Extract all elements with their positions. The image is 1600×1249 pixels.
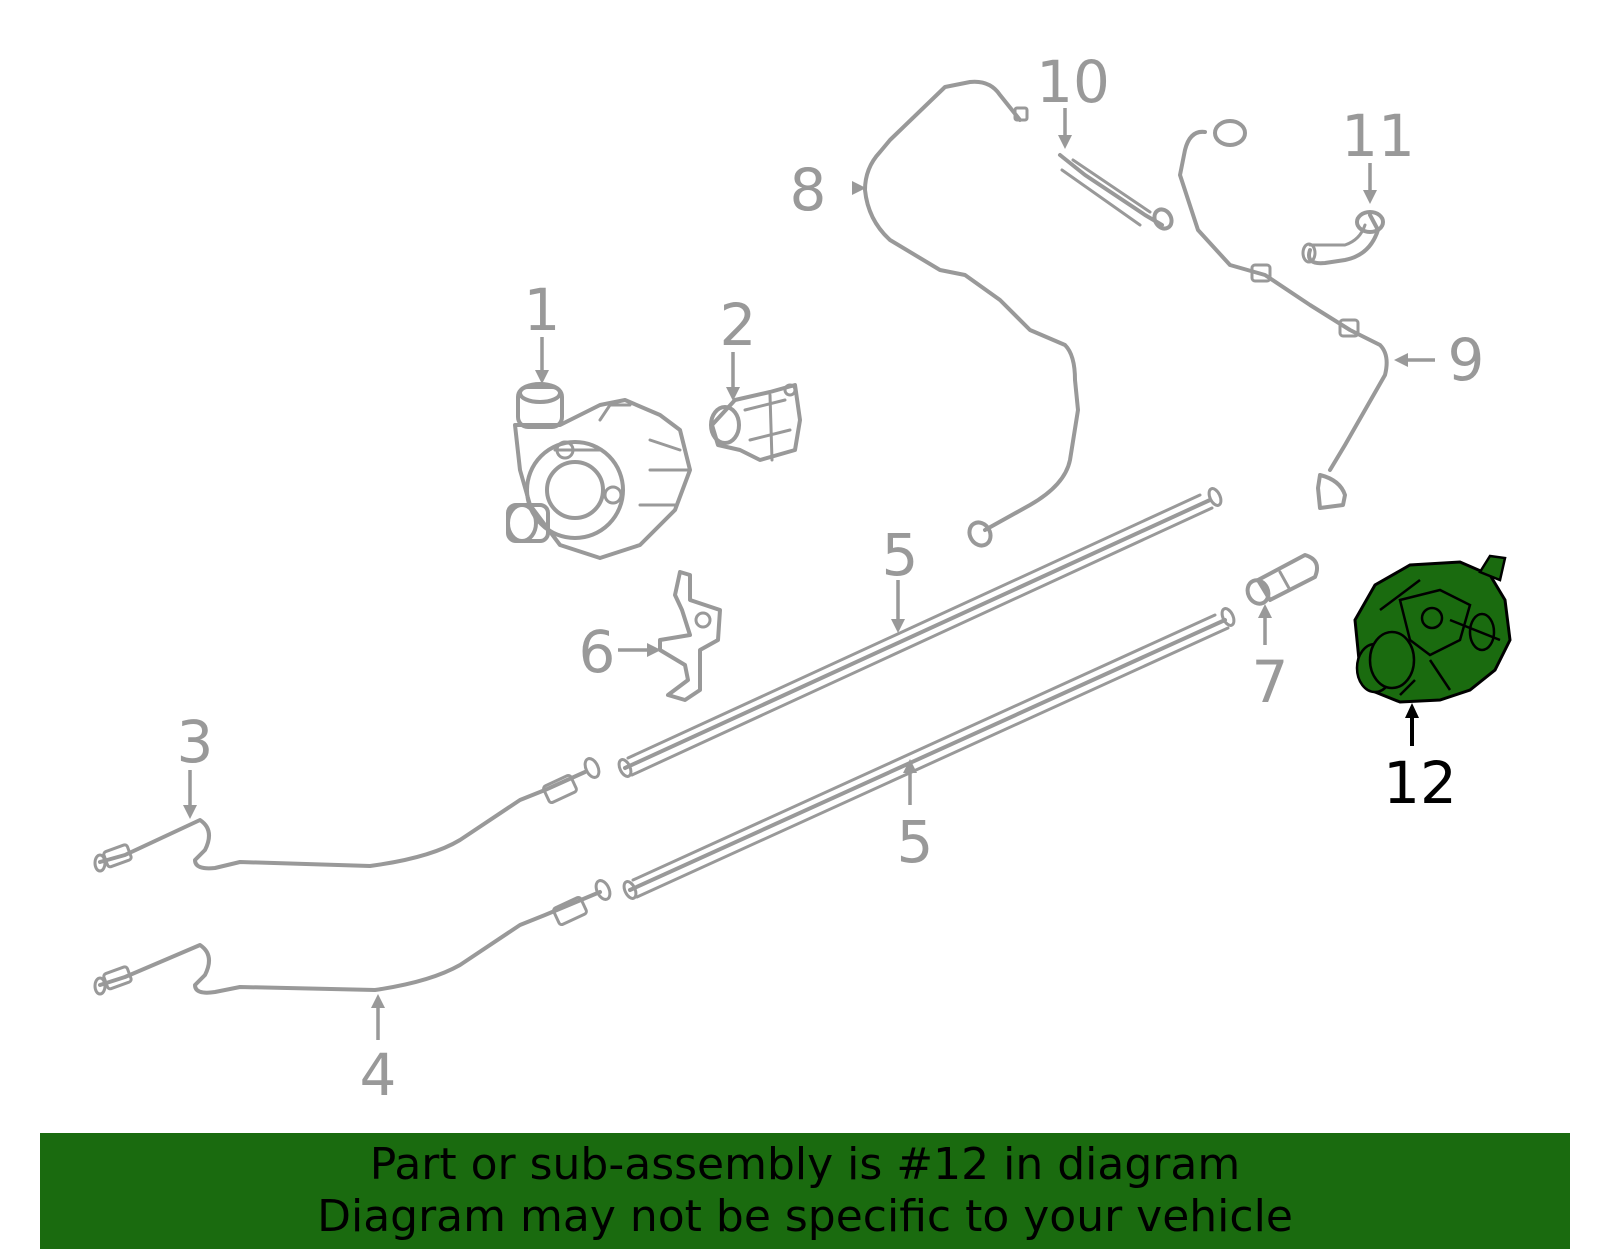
callout-1[interactable]: 1 (524, 276, 561, 344)
callout-8[interactable]: 8 (790, 156, 827, 224)
part-10-hose[interactable] (1058, 153, 1175, 232)
callout-arrows (183, 108, 1435, 1040)
callout-labels: 1 2 3 4 5 5 6 7 8 9 10 11 12 (177, 48, 1485, 1109)
part-11-hose[interactable] (1301, 210, 1385, 266)
callout-6[interactable]: 6 (579, 618, 616, 686)
part-4-pipe[interactable] (93, 878, 613, 996)
callout-9[interactable]: 9 (1448, 326, 1485, 394)
callout-5-lower[interactable]: 5 (897, 808, 934, 876)
callout-5-upper[interactable]: 5 (882, 521, 919, 589)
part-6-bracket[interactable] (658, 570, 722, 702)
part-9-hose[interactable] (1178, 119, 1389, 510)
part-7-fitting[interactable] (1244, 553, 1319, 607)
callout-4[interactable]: 4 (360, 1041, 397, 1109)
part-8-hose[interactable] (863, 79, 1080, 550)
part-5-line-lower[interactable] (622, 607, 1237, 901)
callout-10[interactable]: 10 (1036, 48, 1110, 116)
callout-7[interactable]: 7 (1252, 648, 1289, 716)
info-banner: Part or sub-assembly is #12 in diagram D… (40, 1133, 1570, 1249)
banner-line-2: Diagram may not be specific to your vehi… (317, 1191, 1293, 1242)
callout-12[interactable]: 12 (1383, 749, 1457, 817)
callout-11[interactable]: 11 (1341, 102, 1415, 170)
banner-line-1: Part or sub-assembly is #12 in diagram (369, 1139, 1241, 1190)
part-2-bracket[interactable] (709, 383, 802, 462)
part-3-pipe[interactable] (93, 756, 602, 873)
callout-2[interactable]: 2 (720, 291, 757, 359)
part-1-water-pump[interactable] (506, 382, 692, 560)
part-5-line-upper[interactable] (617, 487, 1224, 779)
callout-3[interactable]: 3 (177, 708, 214, 776)
part-12-electric-pump[interactable] (1353, 554, 1512, 704)
parts-diagram: 1 2 3 4 5 5 6 7 8 9 10 11 12 (93, 48, 1512, 1109)
